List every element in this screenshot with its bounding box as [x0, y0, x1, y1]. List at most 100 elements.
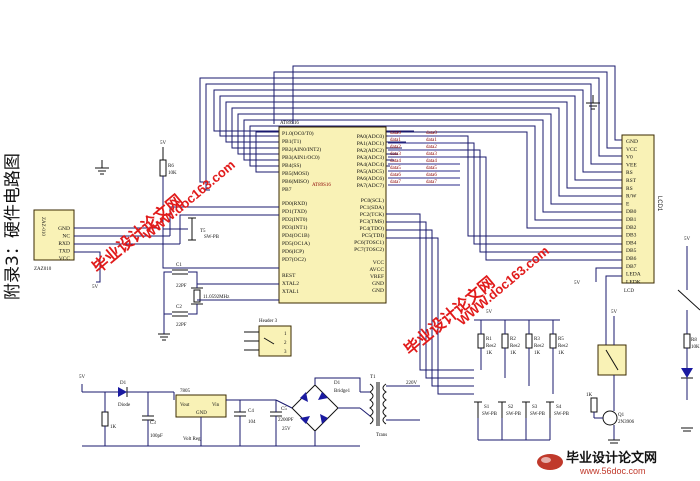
vcc-label-6: 5V — [79, 375, 86, 380]
watermark-url-2: WWW.doc163.com — [454, 243, 552, 328]
mcu-right-pin-16: VCC — [373, 260, 385, 266]
data-label-b-1: data1 — [426, 138, 437, 143]
mcu-left-pin-1: PB1(T1) — [282, 138, 301, 145]
mcu-left-pin-12: PD4(OC1B) — [282, 232, 310, 239]
data-label-a-1: data1 — [390, 138, 401, 143]
keypad-circuit: R1 1K R2 1K R3 1K R5 1K Res2 Res2 Res2 R… — [386, 213, 570, 441]
vcc-label-1: 5V — [92, 285, 99, 290]
mcu-right-pin-19: GND — [372, 281, 384, 287]
lcd-pin-1: VCC — [626, 147, 638, 153]
mcu-right-pin-18: VREF — [370, 274, 384, 280]
lcd-pin-9: DB0 — [626, 209, 637, 215]
c5-ref: C5 — [281, 407, 287, 412]
s3-ref: S3 — [532, 405, 538, 410]
mcu-left-pin-8: PD0(RXD) — [282, 200, 307, 207]
c4-val: 104 — [248, 420, 256, 425]
zigbee-pin-3: TXD — [59, 249, 70, 255]
mcu-right-pin-3: PA3(ADC3) — [357, 154, 384, 161]
transformer: T1 Trans 220V — [359, 375, 420, 438]
svg-text:2: 2 — [284, 341, 287, 346]
data-label-a-2: data2 — [390, 145, 401, 150]
reg-gnd: GND — [196, 411, 207, 416]
data-label-a-4: data4 — [390, 159, 401, 164]
footer-logo: 毕业设计论文网 www.56doc.com — [537, 450, 657, 476]
switch-row: S1 S2 S3 S4 SW-PB SW-PB SW-PB SW-PB — [474, 401, 570, 441]
vcc-label-7: 5V — [486, 310, 493, 315]
lcd-pin-10: DB1 — [626, 217, 637, 223]
mcu-left-pin-0: P1.0(OC0/T0) — [282, 130, 314, 137]
mcu-right-pins: PA0(ADC0)PA1(ADC1)PA2(ADC2)PA3(ADC3)PA4(… — [354, 133, 384, 294]
lcd-pin-7: R/W — [626, 194, 637, 200]
mcu-left-pin-10: PD2(INT0) — [282, 216, 308, 223]
mcu-right-pin-1: PA1(ADC1) — [357, 140, 384, 147]
mcu-left-pin-2: PB2(AIN0/INT2) — [282, 146, 321, 153]
mcu-left-pin-7: PB7 — [282, 187, 292, 193]
rp-3: Res2 — [534, 344, 545, 349]
lcd-pin-16: DB7 — [626, 264, 637, 270]
rv-val: 1K — [110, 425, 117, 430]
diode-ref: D1 — [120, 381, 127, 386]
svg-text:1: 1 — [284, 332, 287, 337]
mcu-left-pin-17: XTAL2 — [282, 281, 299, 287]
t5-val: SW-PB — [204, 235, 220, 240]
c4-ref: C4 — [248, 409, 254, 414]
power-led: R8 10K — [677, 246, 700, 432]
zigbee-pin-4: VCC — [59, 256, 71, 262]
mcu-left-pin-14: PD6(ICP) — [282, 248, 304, 255]
mcu-left-pin-3: PB3(AIN1/OC0) — [282, 154, 320, 161]
lcd-pin-15: DB6 — [626, 256, 637, 262]
footer-brand: 毕业设计论文网 — [566, 450, 657, 466]
lcd-pin-6: RS — [626, 186, 633, 192]
mcu-right-pin-8: PC0(SCL) — [361, 197, 384, 204]
mcu-left-pin-4: PB4(SS) — [282, 162, 301, 169]
vcc-label-4: 5V — [611, 310, 618, 315]
mcu-right-pin-14: PC6(TOSC1) — [354, 239, 384, 246]
zigbee-pin-1: NC — [62, 234, 70, 240]
mcu-left-pin-15: PD7(OC2) — [282, 256, 306, 263]
lcd-pin-18: LEDK — [626, 279, 641, 285]
res-r1 — [477, 320, 485, 370]
mcu-right-pin-20: GND — [372, 288, 384, 294]
data-label-b-2: data2 — [426, 145, 437, 150]
ground-symbol-left — [95, 160, 109, 175]
mcu-right-pin-12: PC4(TDO) — [360, 225, 385, 232]
r6-ref: R6 — [168, 164, 174, 169]
r3-val: 1K — [534, 351, 541, 356]
r5-val: 1K — [558, 351, 565, 356]
c2-ref: C2 — [176, 305, 182, 310]
mcu-left-pin-9: PD1(TXD) — [282, 208, 307, 215]
r8-ref: R8 — [691, 338, 697, 343]
res-r2 — [501, 320, 509, 378]
s2-ref: S2 — [508, 405, 514, 410]
footer-url: www.56doc.com — [579, 466, 646, 476]
trans-val: Trans — [376, 433, 387, 438]
crystal-circuit: C1 22PF C2 22PF 11.0592MHz — [158, 263, 279, 341]
lcd-pin-2: V0 — [626, 155, 633, 161]
mcu-right-pin-10: PC2(TCK) — [360, 211, 384, 218]
vcc-label-3: 5V — [574, 281, 581, 286]
c1-ref: C1 — [176, 263, 182, 268]
lcd-pin-3: VEE — [626, 162, 637, 168]
r3-ref: R3 — [534, 337, 540, 342]
jp-val: Header 3 — [259, 319, 278, 324]
r2-ref: R2 — [510, 337, 516, 342]
mcu-part: AT89S16 — [312, 183, 331, 188]
mcu-right-pin-7: PA7(ADC7) — [357, 182, 384, 189]
lcd-pin-5: RST — [626, 178, 637, 184]
reset-circuit: R6 10K T5 SW-PB — [159, 147, 279, 269]
lcd-pins: GNDVCCV0VEERSRSTRSR/WEDB0DB1DB2DB3DB4DB5… — [626, 139, 641, 285]
r8-val: 10K — [691, 345, 700, 350]
mcu-right-pin-13: PC5(TDI) — [362, 232, 384, 239]
power-supply: D1 Diode 1K C3 100pF 7805 Vout Vin GND V… — [81, 375, 420, 447]
c2-val: 22PF — [176, 323, 187, 328]
mcu-right-pin-5: PA5(ADC5) — [357, 168, 384, 175]
mains-voltage: 220V — [406, 381, 418, 386]
page-title: 附录3：硬件电路图 — [3, 153, 23, 300]
diode-val: Diode — [118, 403, 131, 408]
crystal-val: 11.0592MHz — [203, 295, 230, 300]
mcu-right-pin-2: PA2(ADC2) — [357, 147, 384, 154]
c3-val: 100pF — [150, 434, 163, 439]
data-label-a-6: data6 — [390, 173, 401, 178]
s2-val: SW-PB — [506, 412, 522, 417]
